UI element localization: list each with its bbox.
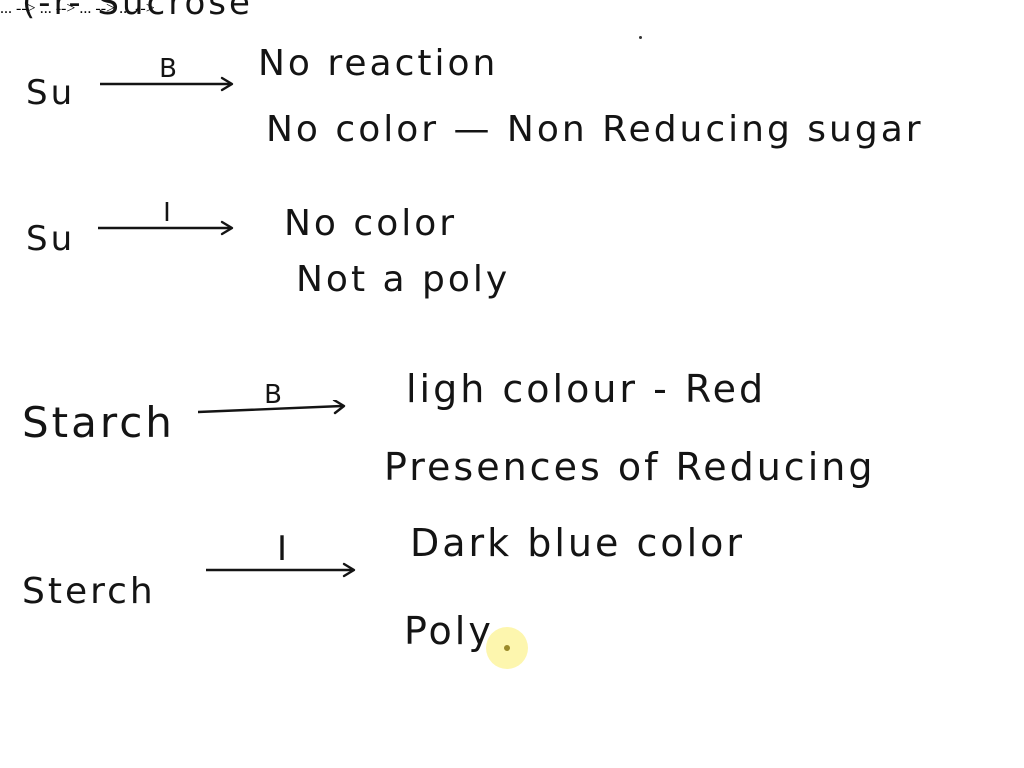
arrow-right-icon bbox=[206, 562, 356, 578]
arrow-right-icon bbox=[98, 220, 234, 236]
row4-reagent-label: I bbox=[276, 529, 288, 569]
row3-reaction-arrow: B bbox=[198, 382, 348, 418]
row1-result-line1: No reaction bbox=[258, 43, 499, 84]
row1-result-line2: No color — Non Reducing sugar bbox=[266, 109, 924, 150]
row2-reagent-label: I bbox=[163, 198, 171, 228]
row4-result-line2: Poly bbox=[404, 609, 494, 653]
heading-sucrose: (-r- Sucrose bbox=[22, 0, 253, 23]
row4-subject: Sterch bbox=[22, 571, 156, 612]
pointer-highlight-icon bbox=[486, 627, 528, 669]
row2-result-line1: No color bbox=[284, 203, 458, 244]
row3-reagent-label: B bbox=[264, 380, 282, 410]
ink-speck bbox=[639, 36, 642, 39]
row3-result-line2: Presences of Reducing bbox=[384, 445, 876, 489]
row1-subject: Su bbox=[26, 73, 76, 113]
row1-reaction-arrow: B bbox=[100, 56, 236, 92]
row4-result-line1: Dark blue color bbox=[410, 521, 746, 565]
row1-reagent-label: B bbox=[159, 54, 177, 84]
row3-subject: Starch bbox=[22, 398, 175, 447]
arrow-right-icon bbox=[198, 400, 346, 415]
row2-result-line2: Not a poly bbox=[296, 259, 511, 300]
row4-reaction-arrow: I bbox=[206, 532, 358, 578]
row2-reaction-arrow: I bbox=[98, 200, 236, 236]
row2-subject: Su bbox=[26, 219, 76, 259]
arrow-right-icon bbox=[100, 76, 234, 92]
row3-result-line1: ligh colour - Red bbox=[406, 367, 767, 411]
